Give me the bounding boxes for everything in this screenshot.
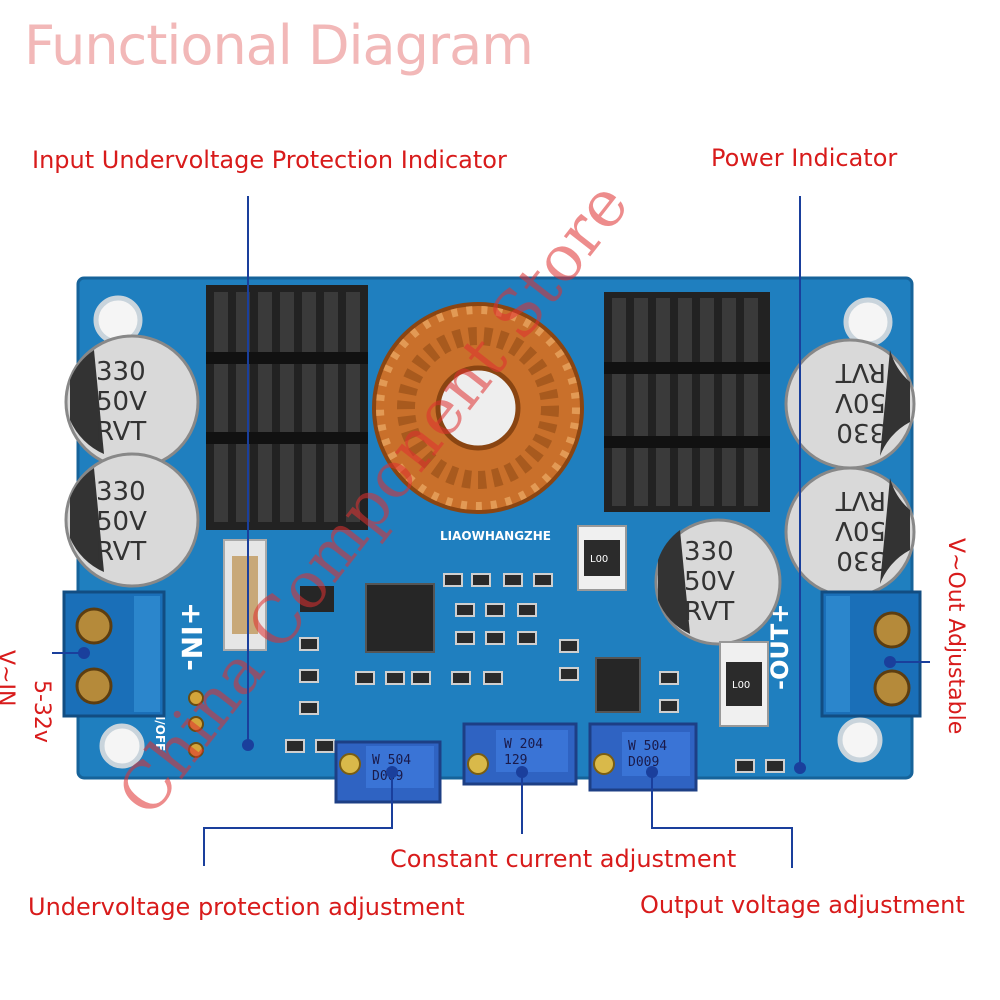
right-heatsink	[604, 292, 770, 512]
label-constant-current-adjustment: Constant current adjustment	[390, 845, 737, 873]
cap3-line2: 50V	[835, 387, 886, 417]
cap5-line2: 50V	[684, 567, 735, 597]
label-power-indicator: Power Indicator	[711, 144, 898, 172]
ic-amplifier	[595, 657, 641, 713]
potentiometer-output-voltage: W 504 D009	[588, 722, 698, 792]
smd-inductor-2-label: L00	[732, 680, 750, 691]
cap1-line1: 330	[96, 357, 146, 387]
cap4-line1: 330	[836, 545, 886, 575]
label-undervoltage-adjustment: Undervoltage protection adjustment	[28, 893, 465, 921]
label-output-voltage-adjustment: Output voltage adjustment	[640, 891, 965, 919]
pot1-w: W 504	[372, 753, 411, 768]
diagram-title: Functional Diagram	[24, 14, 534, 77]
smd-inductor-1: L00	[577, 525, 627, 591]
pointer-dots	[78, 647, 896, 778]
toroid-inductor	[372, 302, 584, 514]
cap1-line2: 50V	[96, 387, 147, 417]
cap3-line3: RVT	[836, 357, 886, 387]
capacitor-in-2: 330 50V RVT	[64, 452, 200, 588]
in-silkscreen: +IN-	[175, 602, 208, 671]
cap4-line3: RVT	[836, 485, 886, 515]
cap4-line2: 50V	[835, 515, 886, 545]
cap1-line3: RVT	[96, 417, 146, 447]
capacitor-out-1: 330 50V RVT	[784, 338, 916, 470]
capacitor-in-1: 330 50V RVT	[64, 334, 200, 470]
label-input-undervoltage-indicator: Input Undervoltage Protection Indicator	[32, 146, 507, 174]
out-silkscreen: -OUT+	[766, 604, 794, 690]
smd-inductor-1-label: L00	[590, 554, 608, 565]
pot2-w: W 204	[504, 737, 543, 752]
ic-mosfet	[300, 586, 334, 612]
onoff-header	[188, 690, 204, 758]
cap2-line1: 330	[96, 477, 146, 507]
capacitor-mid: 330 50V RVT	[654, 518, 782, 646]
cap5-line3: RVT	[684, 597, 734, 627]
cap3-line1: 330	[836, 417, 886, 447]
cap2-line2: 50V	[96, 507, 147, 537]
potentiometer-undervoltage: W 504 D009	[334, 740, 442, 804]
cap5-line1: 330	[684, 537, 734, 567]
output-terminal-block	[820, 590, 922, 718]
left-heatsink	[206, 285, 368, 530]
input-terminal-block	[62, 590, 166, 718]
smd-inductor-2: L00	[719, 641, 769, 727]
potentiometer-constant-current: W 204 129	[462, 722, 578, 786]
smd-components	[285, 573, 785, 773]
pot2-code: 129	[504, 753, 527, 768]
pot3-w: W 504	[628, 739, 667, 754]
capacitor-out-2: 330 50V RVT	[784, 466, 916, 598]
cap2-line3: RVT	[96, 537, 146, 567]
ic-controller	[365, 583, 435, 653]
brand-silkscreen: LIAOWHANGZHE	[440, 529, 551, 543]
mounting-holes	[93, 295, 893, 769]
